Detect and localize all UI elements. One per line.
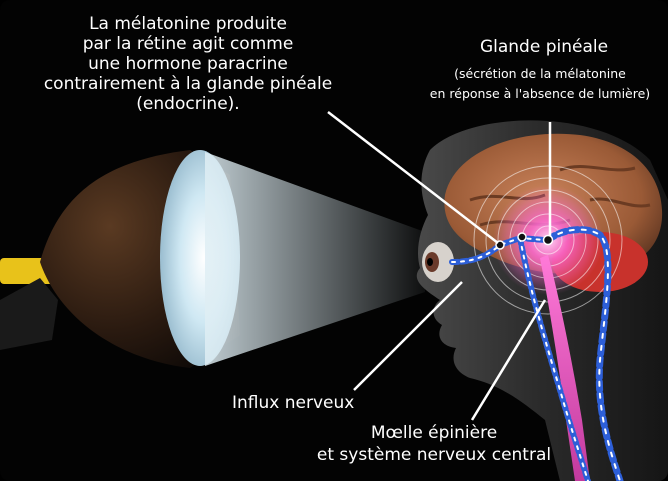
desk-lamp-icon [0,150,240,368]
lamp-arm [0,278,58,350]
pineal-gland-description: (sécrétion de la mélatonine en réponse à… [412,64,668,104]
pineal-gland-icon [544,236,553,245]
note-line: (endocrine). [18,94,358,114]
pineal-description-line: en réponse à l'absence de lumière) [412,84,668,104]
light-beam [205,152,425,366]
spinal-cord-label-line: et système nerveux central [292,444,576,466]
note-line: une hormone paracrine [18,54,358,74]
pineal-description-line: (sécrétion de la mélatonine [412,64,668,84]
note-line: par la rétine agit comme [18,34,358,54]
pineal-gland-label: Glande pinéale [428,36,660,58]
note-line: contrairement à la glande pinéale [18,74,358,94]
note-line: La mélatonine produite [18,14,358,34]
nerve-impulse-label: Influx nerveux [232,392,382,414]
spinal-cord-label-line: Mœlle épinière [292,422,576,444]
melatonin-note: La mélatonine produite par la rétine agi… [18,14,358,114]
spinal-cord-label: Mœlle épinière et système nerveux centra… [292,422,576,466]
